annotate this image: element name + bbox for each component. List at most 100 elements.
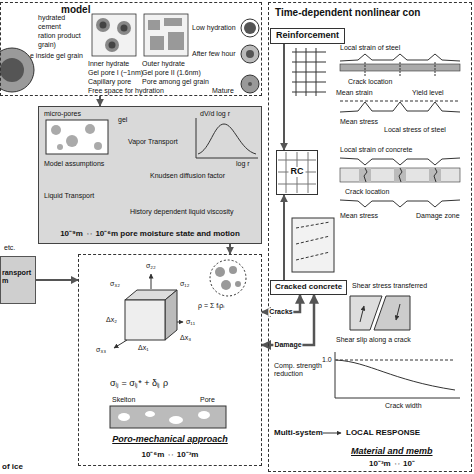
node-heading: Time-dependent nonlinear con [275,7,420,18]
annotation-label: micro-pores [44,110,81,118]
node-heading: model [61,4,90,15]
stress-cube [177,322,183,323]
annotation-label: dV/d log r [200,110,230,118]
connector-label: Damage [273,341,302,349]
pore-structure [66,135,78,147]
grain-zoom [210,260,246,296]
poro-panel: Poro-mechanical approach10⁻⁶m ⇔ 10⁻³m [78,254,262,466]
annotation-label: Pore [200,396,215,404]
concrete-strain [340,168,460,182]
connector-arrow [36,279,78,281]
hydration-stage [246,50,254,58]
process-box: Reinforcement [270,28,345,44]
shear-sketch [396,304,400,320]
pore-structure [51,125,61,135]
annotation-label: σᵢⱼ = σᵢⱼ* + δᵢⱼ ρ [110,378,168,388]
annotation-label: grain) [38,41,56,49]
panel-fill [38,106,262,244]
flow-arrow [323,433,341,434]
annotation-label: σ₃₃ [96,346,106,354]
annotation-label: Comp. strength reduction [274,362,324,378]
annotation-label: Shear slip along a crack [336,336,411,344]
shear-sketch [360,306,364,322]
strength-graph [336,360,455,390]
pore-distribution-curve [196,118,258,158]
stress-cube [165,290,177,340]
annotation-label: Local stress of steel [384,126,446,134]
connector-label: Cracks [268,308,293,316]
connector-arrow [283,44,285,150]
pore-structure [57,144,63,150]
steel-bar [365,62,435,76]
grain-zoom [221,280,231,290]
annotation-label: Crack location [345,188,389,196]
annotation-label: Mean strain [336,89,373,97]
node-text: 10⁻³m ⇔ 10⁻ [369,460,415,469]
annotation-label: Liquid Transport [44,192,94,200]
skeleton-pore [110,406,226,428]
hydrate-structure [109,42,116,49]
annotation-label: cement [38,23,61,31]
concrete-strain [340,200,460,207]
pore-structure [46,120,108,154]
annotation-label: σ₂₂ [146,262,156,270]
hydrate-structure [121,25,128,32]
annotation-label: σ₃₂ [110,280,120,288]
panel-fill [0,256,36,304]
skeleton-pore [145,411,155,417]
connector-arrow [229,244,231,254]
annotation-label: gel [118,116,127,124]
annotation-label: Δx₃ [180,334,191,342]
node-heading: ransport m [2,269,36,285]
node-heading: RC [289,167,306,177]
annotation-label: ration product [38,32,81,40]
annotation-label: Model assumptions [44,160,104,168]
cement-grain [0,48,34,92]
annotation-label: e inside gel grain [30,52,83,60]
annotation-label: σ₁₂ [180,280,189,288]
annotation-label: Damage zone [416,212,460,220]
connector-arrow [99,96,101,106]
strength-graph [335,352,460,398]
steel-bar [340,102,460,112]
annotation-label: Knudsen diffusion factor [150,172,225,180]
grain-zoom [229,266,237,274]
annotation-label: Gel pore I (~1nm) [88,69,143,77]
cracked-concrete-sketch [292,218,334,272]
concrete-strain [364,168,437,182]
stress-cube [125,300,165,340]
skeleton-pore [110,406,226,428]
cement-grain [0,58,24,82]
annotation-label: Local strain of concrete [340,146,412,154]
grain-zoom [235,281,241,287]
shear-sketch [350,296,410,330]
panel-fill [0,106,262,304]
annotation-label: Local strain of steel [340,44,400,52]
annotation-label: of ice [2,462,23,471]
annotation-label: Skelton [112,396,135,404]
node-heading: Reinforcement [276,31,339,41]
hydrate-structure [117,21,131,35]
concrete-strain [340,158,460,207]
annotation-label: Free space for hydration [88,87,164,95]
strength-graph [335,360,455,361]
structural-panel: Time-dependent nonlinear conMaterial and… [268,2,472,472]
annotation-label: Inner hydrate [88,60,129,68]
steel-bar [340,54,460,61]
cement-grain [0,48,34,92]
annotation-label: Shear stress transferred [352,282,427,290]
annotation-label: Mature [212,87,234,95]
pore-structure [85,124,95,134]
annotation-label: log r [236,160,250,168]
annotation-label: hydrated [38,14,65,22]
hydrate-structure [100,22,107,29]
hydration-stage [244,22,256,34]
hydration-stage [241,19,259,37]
annotation-label: Outer hydrate [142,60,185,68]
connector-arrow [262,295,314,345]
transport-panel: ransport m [0,256,36,304]
pore-structure [94,142,102,150]
connector-arrow [283,195,285,280]
hydrate-structure [144,14,188,56]
cracked-concrete-sketch [296,222,330,260]
